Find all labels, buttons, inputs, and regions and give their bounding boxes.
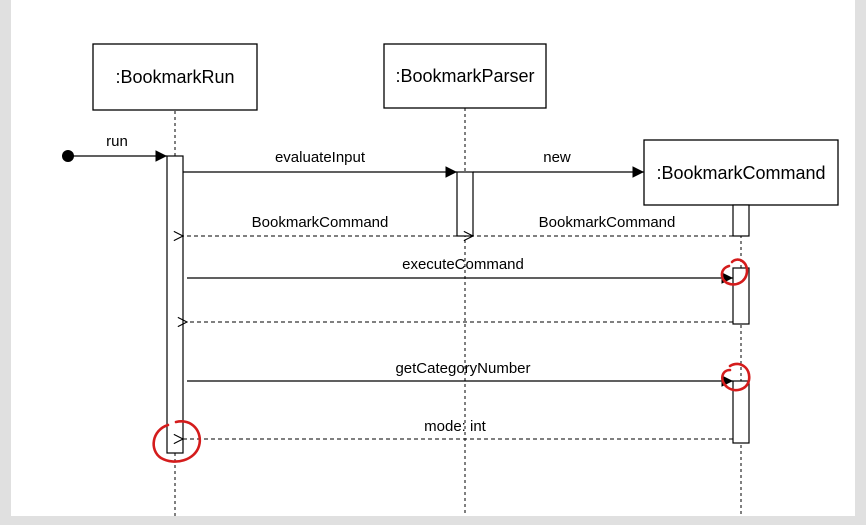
diagram-canvas: :BookmarkRun :BookmarkParser :BookmarkCo…	[11, 0, 855, 516]
participant-bookmark-parser: :BookmarkParser	[383, 43, 547, 109]
message-label: run	[106, 133, 128, 150]
message-evaluate-input: evaluateInput	[183, 149, 457, 178]
participant-label: :BookmarkParser	[395, 66, 534, 86]
annotation-circle-get-category	[721, 362, 751, 392]
annotation-circle-execute	[720, 258, 749, 286]
activation-bar-command-1	[732, 204, 750, 237]
activation-bar-bookmark-parser	[456, 171, 474, 237]
message-label: evaluateInput	[275, 149, 366, 166]
message-new: new	[473, 149, 644, 178]
message-get-category-number: getCategoryNumber	[187, 360, 733, 387]
message-return-command: BookmarkCommand	[473, 214, 733, 236]
participant-bookmark-command: :BookmarkCommand	[643, 139, 839, 206]
message-return-parser: BookmarkCommand	[183, 214, 457, 236]
annotation-circle-return	[152, 420, 202, 463]
participant-label: :BookmarkCommand	[656, 163, 825, 183]
message-return-mode: mode: int	[183, 418, 733, 439]
activation-bar-bookmark-run	[166, 155, 184, 454]
activation-bar-command-3	[732, 380, 750, 444]
message-run: run	[62, 133, 167, 162]
message-label: executeCommand	[402, 256, 524, 273]
sequence-diagram: :BookmarkRun :BookmarkParser :BookmarkCo…	[62, 43, 839, 516]
message-label: BookmarkCommand	[252, 214, 389, 231]
message-label: mode: int	[424, 418, 487, 435]
message-execute-command: executeCommand	[187, 256, 733, 284]
participant-bookmark-run: :BookmarkRun	[92, 43, 258, 111]
message-label: getCategoryNumber	[395, 360, 530, 377]
activation-bar-command-2	[732, 267, 750, 325]
message-label: BookmarkCommand	[539, 214, 676, 231]
message-label: new	[543, 149, 571, 166]
participant-label: :BookmarkRun	[115, 67, 234, 87]
